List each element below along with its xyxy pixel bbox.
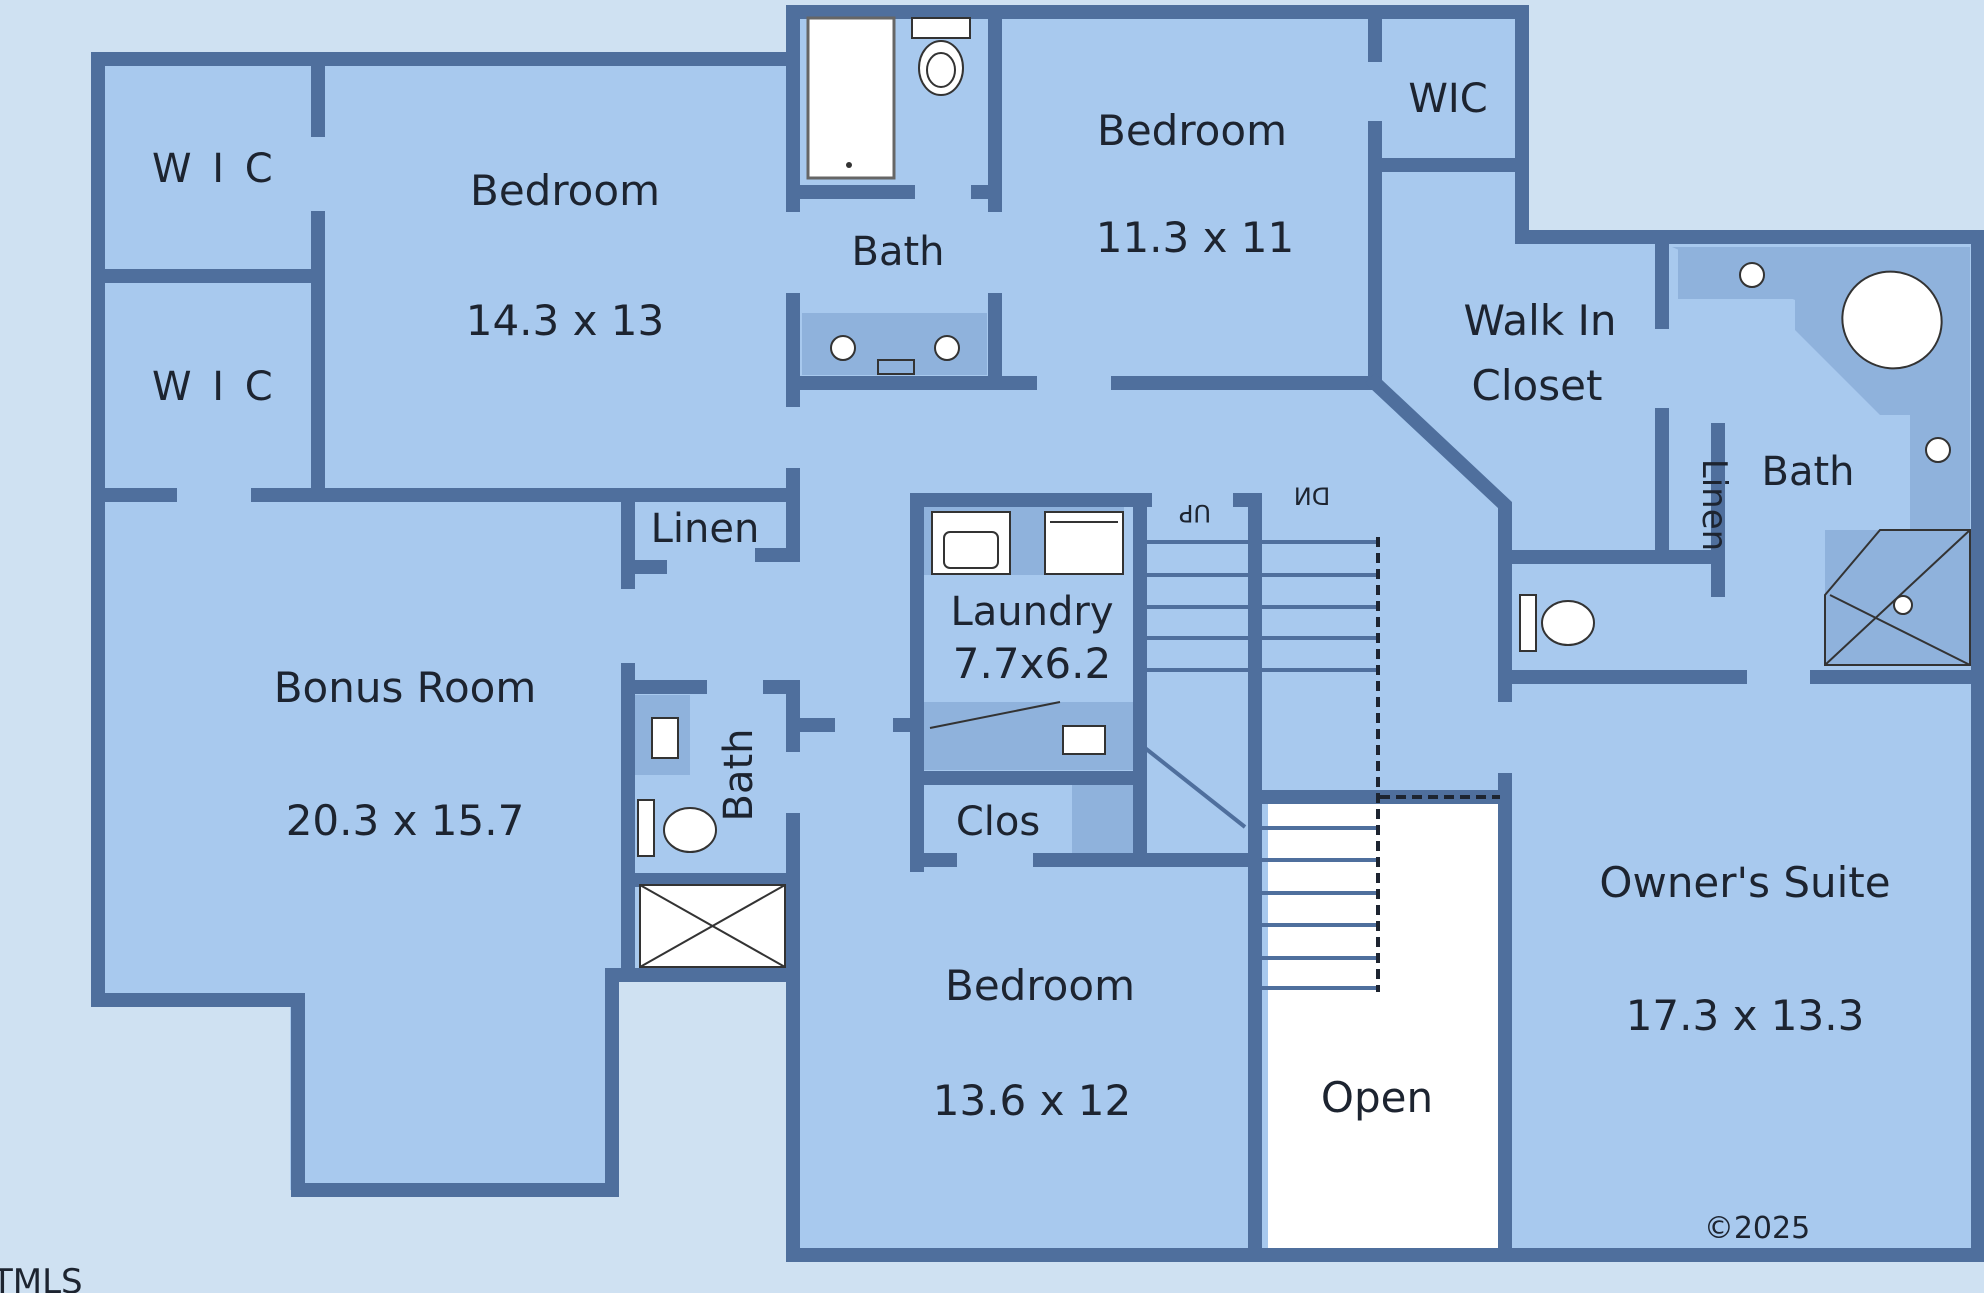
owners-bath-sink-icon bbox=[1739, 262, 1951, 463]
owners-toilet-icon bbox=[1519, 594, 1595, 652]
washer-icon bbox=[931, 511, 1011, 575]
room-label-linen-1: Linen bbox=[651, 506, 760, 552]
room-label-walk-in-closet-2: Closet bbox=[1472, 361, 1603, 410]
room-label-walk-in-closet: Walk In bbox=[1464, 296, 1617, 345]
owners-shower-icon bbox=[1824, 529, 1971, 666]
watermark-text: TMLS bbox=[0, 1262, 83, 1293]
stair-down-label: DN bbox=[1294, 483, 1330, 511]
stairs bbox=[1143, 540, 1378, 990]
room-label-wic-1: W I C bbox=[152, 146, 277, 192]
dryer-icon bbox=[1044, 511, 1124, 575]
room-label-owners-suite: Owner's Suite bbox=[1599, 858, 1890, 907]
room-label-closet: Clos bbox=[956, 799, 1040, 845]
soaking-tub-icon bbox=[1841, 270, 1943, 370]
stair-railing bbox=[1376, 537, 1500, 992]
room-size-bonus-room: 20.3 x 15.7 bbox=[286, 796, 525, 845]
walls bbox=[91, 5, 1984, 1262]
room-label-linen-2: Linen bbox=[1694, 459, 1734, 551]
room-label-bedroom-3: Bedroom bbox=[945, 961, 1135, 1010]
room-label-bedroom-1: Bedroom bbox=[470, 166, 660, 215]
room-size-bedroom-3: 13.6 x 12 bbox=[933, 1076, 1132, 1125]
room-size-laundry: 7.7x6.2 bbox=[953, 639, 1111, 688]
stair-up-label: UP bbox=[1179, 499, 1211, 527]
sink-icon bbox=[830, 335, 960, 375]
shower-icon bbox=[639, 884, 786, 968]
room-label-laundry: Laundry bbox=[950, 589, 1113, 635]
bathtub-icon bbox=[806, 16, 896, 180]
room-label-bedroom-2: Bedroom bbox=[1097, 106, 1287, 155]
toilet-icon bbox=[911, 17, 971, 96]
copyright-text: ©2025 bbox=[1704, 1211, 1810, 1246]
room-label-bath-bonus: Bath bbox=[716, 729, 762, 822]
bonus-bath-sink-icon bbox=[651, 717, 679, 759]
room-label-bonus-room: Bonus Room bbox=[274, 663, 537, 712]
room-label-open: Open bbox=[1321, 1073, 1433, 1122]
utility-sink-icon bbox=[929, 701, 1106, 755]
room-size-bedroom-1: 14.3 x 13 bbox=[466, 296, 665, 345]
room-labels: W I C W I C Bedroom 14.3 x 13 Bath Bedro… bbox=[0, 76, 1891, 1293]
room-size-owners-suite: 17.3 x 13.3 bbox=[1626, 991, 1865, 1040]
room-label-owners-bath: Bath bbox=[1762, 449, 1855, 495]
room-label-bath-hall: Bath bbox=[852, 229, 945, 275]
bonus-bath-toilet-icon bbox=[637, 799, 717, 857]
room-size-bedroom-2: 11.3 x 11 bbox=[1096, 213, 1295, 262]
open-area bbox=[1268, 797, 1500, 1255]
room-label-wic-3: WIC bbox=[1408, 76, 1487, 122]
room-label-wic-2: W I C bbox=[152, 364, 277, 410]
